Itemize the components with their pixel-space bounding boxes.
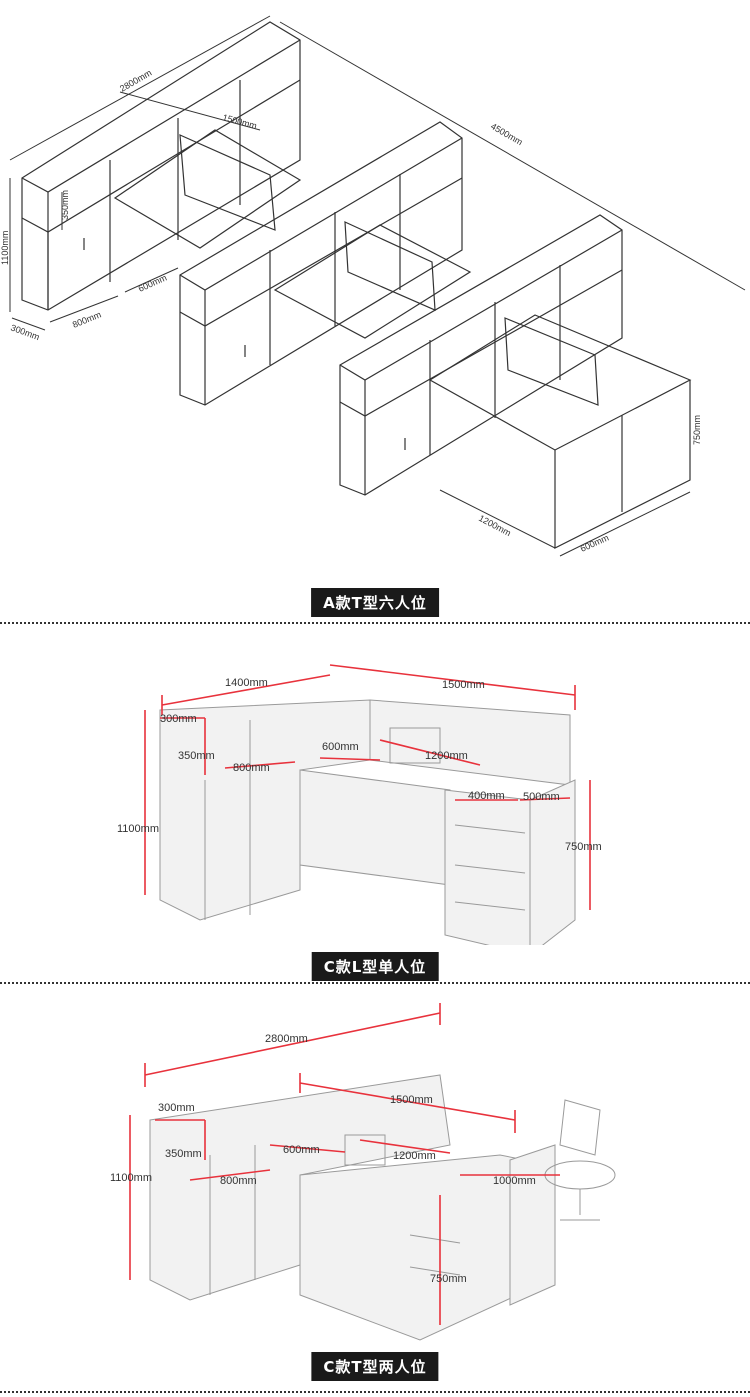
divider-3 [0, 1391, 750, 1393]
c-dim-1100: 1100mm [110, 1172, 152, 1184]
b-dim-1100: 1100mm [117, 823, 159, 835]
a-title: A款T型六人位 [311, 588, 439, 617]
a-dim-4500: 4500mm [489, 121, 524, 147]
a-dim-2800: 2800mm [118, 68, 153, 94]
a-dim-1200: 1200mm [477, 513, 513, 538]
c-dim-600: 600mm [283, 1144, 320, 1156]
b-dim-1500: 1500mm [442, 679, 485, 691]
b-dim-1400: 1400mm [225, 677, 268, 689]
b-dim-600: 600mm [322, 741, 359, 753]
a-dim-350: 350mm [60, 190, 70, 220]
section-b: 1400mm 1500mm 300mm 600mm 350mm 1200mm 8… [0, 640, 750, 981]
a-dim-1100: 1100mm [0, 231, 10, 265]
c-dim-750: 750mm [430, 1273, 467, 1285]
divider-1 [0, 622, 750, 624]
b-drawing: 1400mm 1500mm 300mm 600mm 350mm 1200mm 8… [117, 664, 602, 945]
c-dim-800: 800mm [220, 1175, 257, 1187]
a-dim-600b: 600mm [579, 532, 610, 553]
b-title: C款L型单人位 [311, 952, 439, 981]
c-dim-2800: 2800mm [265, 1033, 308, 1045]
c-title: C款T型两人位 [311, 1352, 439, 1381]
b-dim-800: 800mm [233, 762, 270, 774]
a-dim-600a: 600mm [137, 272, 168, 293]
section-c: 2800mm 1500mm 300mm 600mm 1200mm 350mm 1… [0, 995, 750, 1397]
a-drawing: 2800mm 1500mm 4500mm 350mm 1100mm 300mm … [0, 15, 746, 557]
b-dim-1200: 1200mm [425, 750, 468, 762]
b-dim-300: 300mm [160, 713, 197, 725]
b-dim-350: 350mm [178, 750, 215, 762]
c-drawing: 2800mm 1500mm 300mm 600mm 1200mm 350mm 1… [110, 1003, 616, 1341]
c-dim-1500: 1500mm [390, 1094, 433, 1106]
b-dim-400: 400mm [468, 790, 505, 802]
c-dim-300: 300mm [158, 1102, 195, 1114]
c-dim-1000: 1000mm [493, 1175, 536, 1187]
c-dim-350: 350mm [165, 1148, 202, 1160]
b-dim-500: 500mm [523, 791, 560, 803]
a-dim-300: 300mm [9, 322, 41, 342]
c-dim-1200: 1200mm [393, 1150, 436, 1162]
b-dim-750: 750mm [565, 841, 602, 853]
divider-2 [0, 982, 750, 984]
a-dim-750: 750mm [692, 415, 702, 445]
section-a: 2800mm 1500mm 4500mm 350mm 1100mm 300mm … [0, 0, 750, 620]
